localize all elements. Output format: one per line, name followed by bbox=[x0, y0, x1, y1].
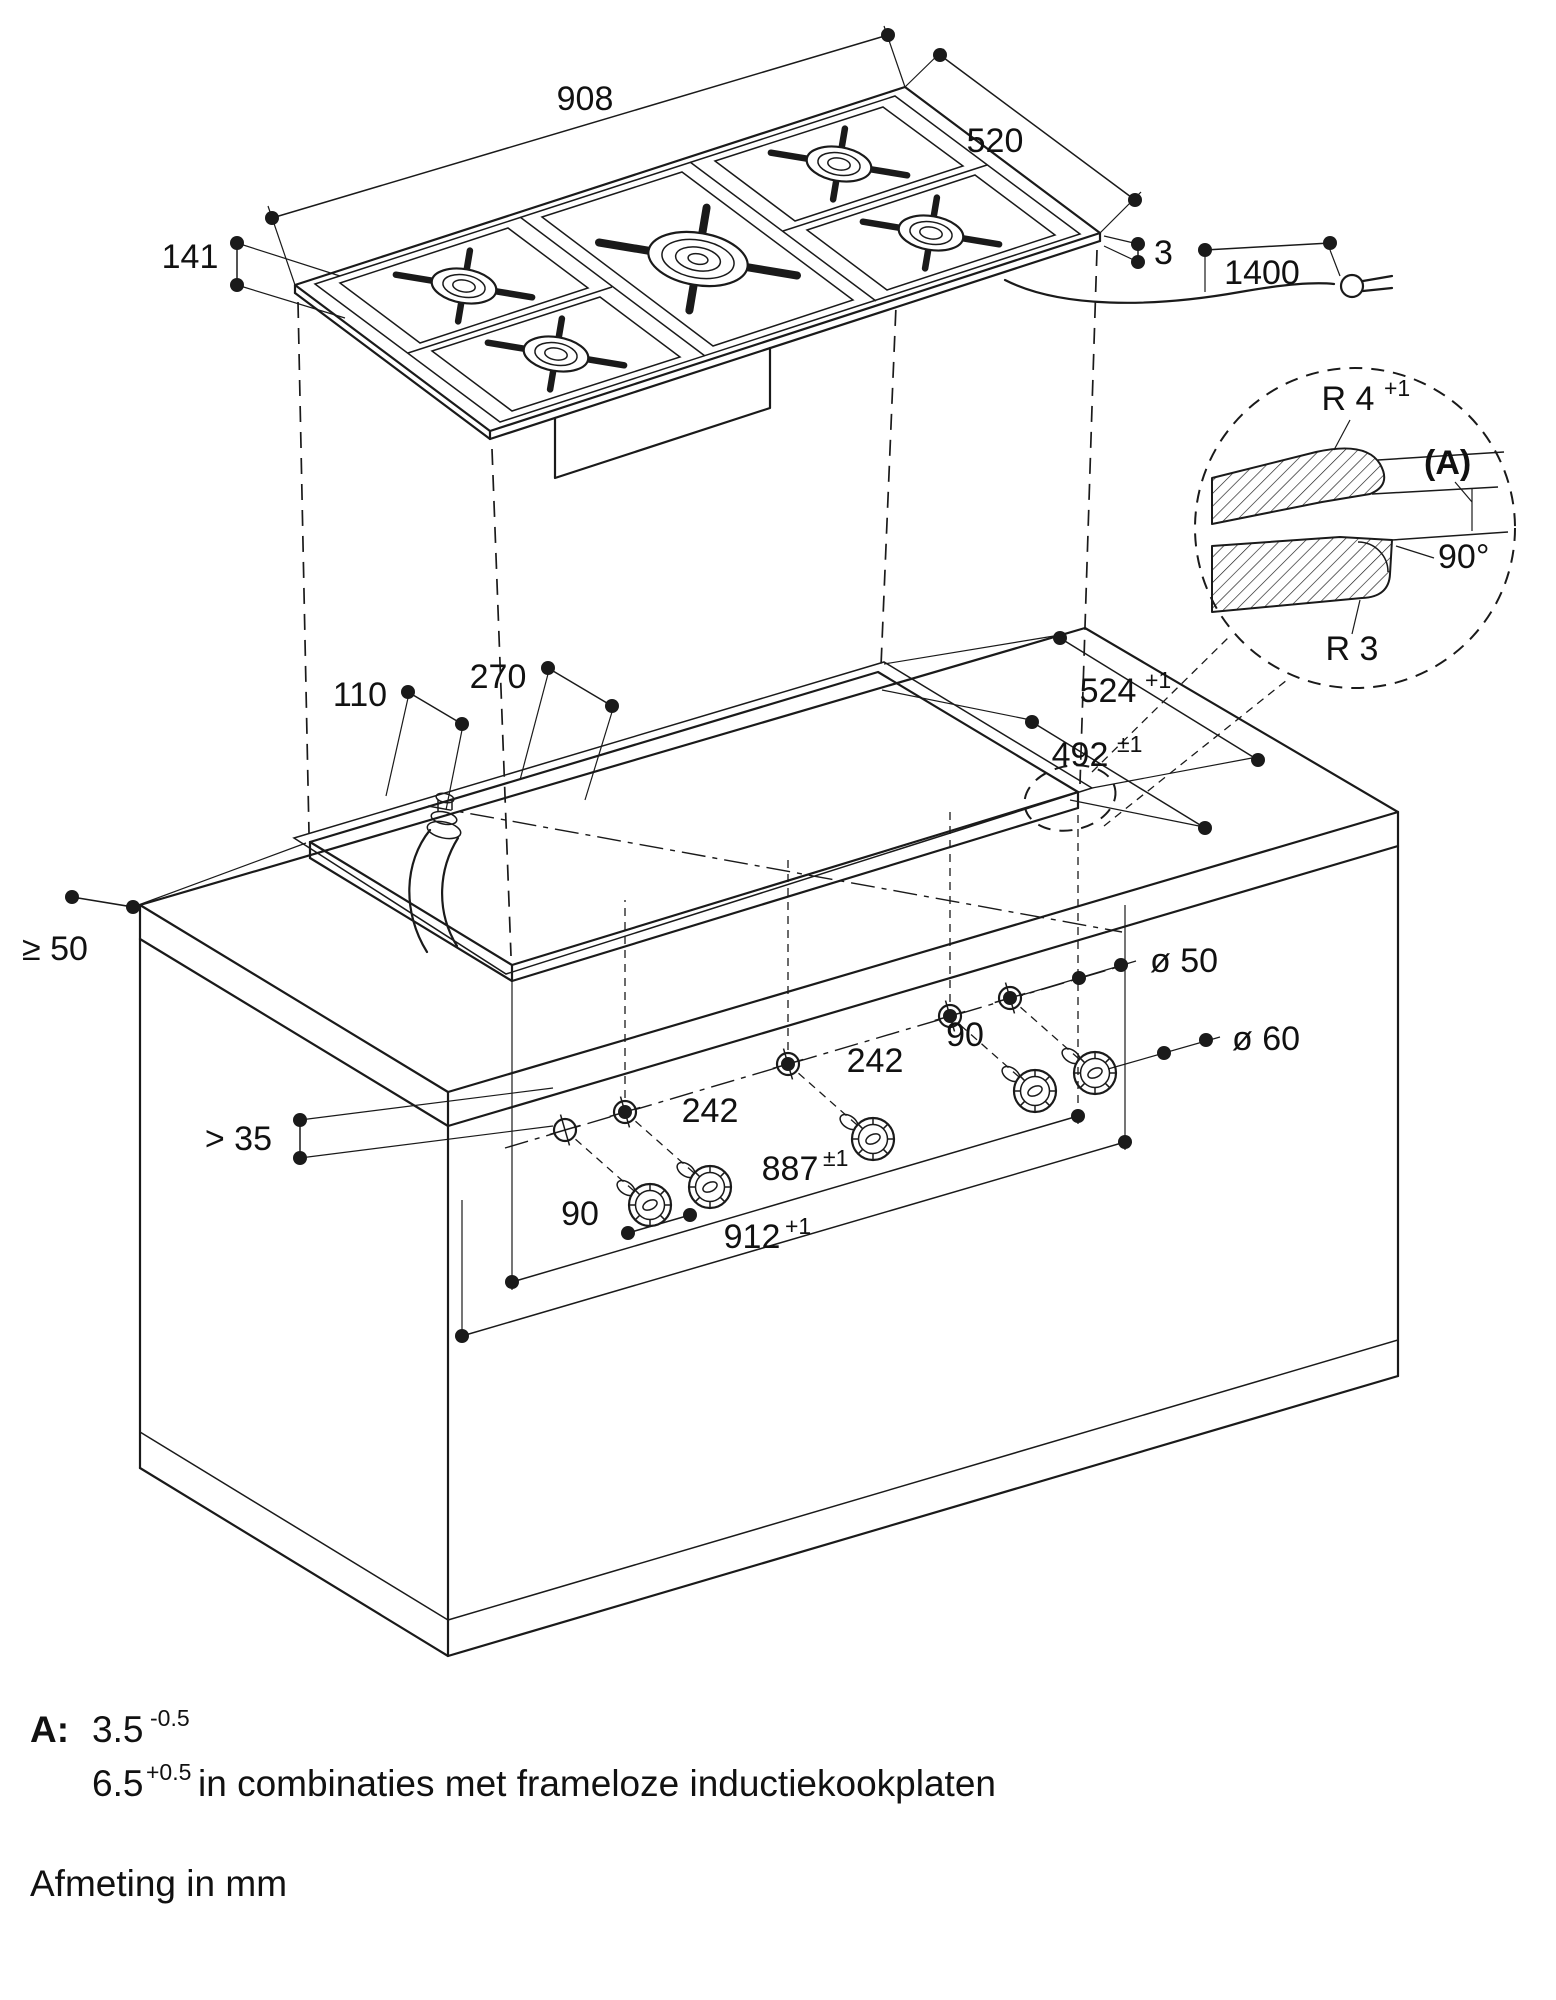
gas-hose bbox=[408, 792, 462, 954]
cutout-rim bbox=[292, 661, 1094, 975]
note-footer: Afmeting in mm bbox=[30, 1863, 287, 1904]
dim-height-label: 141 bbox=[162, 238, 219, 276]
dim-width-label: 908 bbox=[557, 80, 614, 118]
detail-circle bbox=[1194, 367, 1516, 689]
dim-span-inner-label: 887 bbox=[762, 1150, 819, 1188]
dim-pitch-left-label: 242 bbox=[682, 1092, 739, 1130]
note-value-metric: 3.5 bbox=[92, 1709, 143, 1750]
dim-edge-label: 3 bbox=[1154, 234, 1173, 272]
dim-gap-left-label: 90 bbox=[561, 1195, 599, 1233]
dim-hole-small-label: ø 50 bbox=[1150, 942, 1218, 980]
detail-radius-top-label: R 4 bbox=[1322, 380, 1375, 418]
dim-front-clearance-label: > 35 bbox=[205, 1120, 272, 1158]
power-cable bbox=[1003, 273, 1394, 304]
dim-270-label: 270 bbox=[470, 658, 527, 696]
dim-hole-large-label: ø 60 bbox=[1232, 1020, 1300, 1058]
dim-span-outer-label: 912 bbox=[724, 1218, 781, 1256]
dim-524-label: 524 bbox=[1080, 672, 1137, 710]
dim-span-outer-tol: +1 bbox=[785, 1213, 811, 1239]
cabinet-illustration bbox=[138, 626, 1400, 1658]
control-knob bbox=[998, 1062, 1058, 1114]
worktop-cutout bbox=[308, 670, 1080, 967]
mounting-hole bbox=[548, 1113, 582, 1147]
cooktop-illustration bbox=[293, 85, 1394, 480]
dim-cable-label: 1400 bbox=[1224, 254, 1300, 292]
detail-radius-bottom-label: R 3 bbox=[1326, 630, 1379, 668]
cooktop-dimensions: 908 520 141 3 1400 bbox=[162, 25, 1341, 319]
detail-gap-label: (A) bbox=[1424, 444, 1471, 482]
note-value-alt-tol: +0.5 bbox=[146, 1759, 191, 1785]
dim-524-tol: +1 bbox=[1145, 667, 1171, 693]
dim-492-tol: ±1 bbox=[1117, 731, 1142, 757]
dim-pitch-right-label: 242 bbox=[847, 1042, 904, 1080]
dim-gap-right-label: 90 bbox=[946, 1016, 984, 1054]
note-value-metric-tol: -0.5 bbox=[150, 1705, 190, 1731]
dim-rear-clearance-label: ≥ 50 bbox=[22, 930, 88, 968]
front-dimensions: > 35 242 242 90 90 ø 50 ø 60 887 ±1 91 bbox=[205, 815, 1300, 1343]
note-value-alt-text: in combinaties met frameloze inductiekoo… bbox=[198, 1763, 996, 1804]
detail-angle-label: 90° bbox=[1438, 538, 1489, 576]
control-knob bbox=[673, 1158, 733, 1210]
notes-block: A: 3.5 -0.5 6.5 +0.5 in combinaties met … bbox=[30, 1705, 996, 1904]
control-knob bbox=[1058, 1044, 1118, 1096]
edge-detail: R 4 +1 (A) 90° R 3 bbox=[1023, 367, 1516, 832]
detail-radius-top-tol: +1 bbox=[1384, 375, 1410, 401]
dim-110-label: 110 bbox=[333, 676, 387, 714]
note-value-alt: 6.5 bbox=[92, 1763, 143, 1804]
dim-span-inner-tol: ±1 bbox=[823, 1145, 848, 1171]
note-key: A: bbox=[30, 1709, 69, 1750]
knob-centerline bbox=[504, 963, 1129, 1149]
projection-lines bbox=[297, 249, 1098, 957]
cutout-centerline bbox=[427, 805, 1123, 933]
plug-icon bbox=[1339, 273, 1365, 299]
dim-depth-label: 520 bbox=[967, 122, 1024, 160]
dim-492-label: 492 bbox=[1052, 736, 1109, 774]
control-knob bbox=[613, 1176, 673, 1228]
cutout-dimensions: 110 270 524 +1 492 ±1 ≥ 50 bbox=[22, 631, 1265, 968]
